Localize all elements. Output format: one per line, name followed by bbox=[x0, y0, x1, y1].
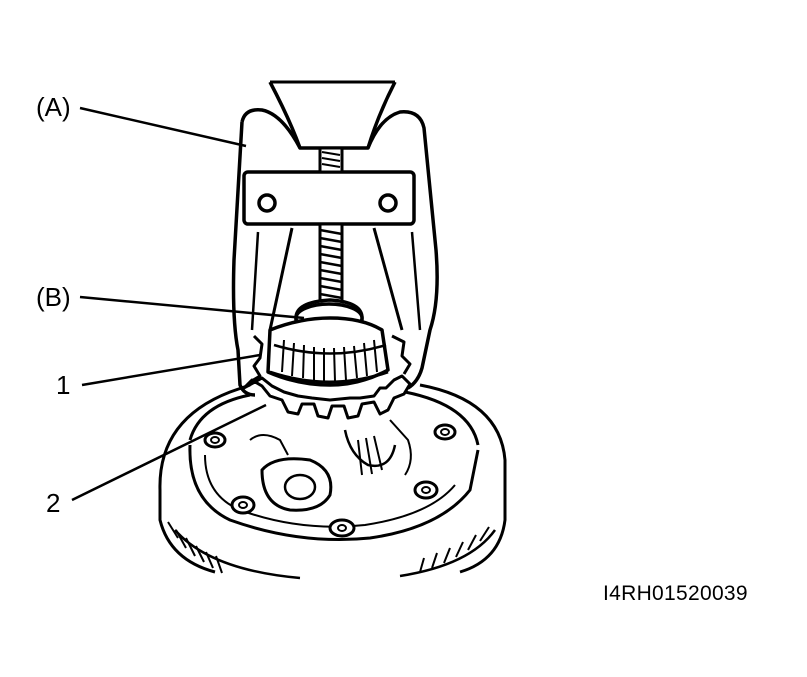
threaded-rod bbox=[318, 146, 344, 306]
leader-line-a bbox=[79, 106, 247, 148]
differential-case bbox=[158, 383, 507, 580]
leader-line-2 bbox=[71, 403, 267, 502]
figure-reference-code: I4RH01520039 bbox=[603, 582, 748, 605]
leader-line-b bbox=[79, 295, 305, 320]
center-hub bbox=[249, 419, 412, 512]
puller-tool bbox=[231, 80, 439, 397]
ring-gear-teeth bbox=[167, 521, 490, 574]
notched-collar bbox=[242, 334, 412, 420]
leader-lines bbox=[71, 106, 305, 502]
leader-line-1 bbox=[81, 353, 261, 387]
callout-label-a: (A) bbox=[36, 92, 71, 122]
tapered-bearing bbox=[266, 316, 390, 387]
callout-label-1: 1 bbox=[56, 370, 71, 400]
callout-label-b: (B) bbox=[36, 282, 71, 312]
case-bolts bbox=[203, 423, 457, 538]
callout-label-2: 2 bbox=[46, 488, 61, 518]
